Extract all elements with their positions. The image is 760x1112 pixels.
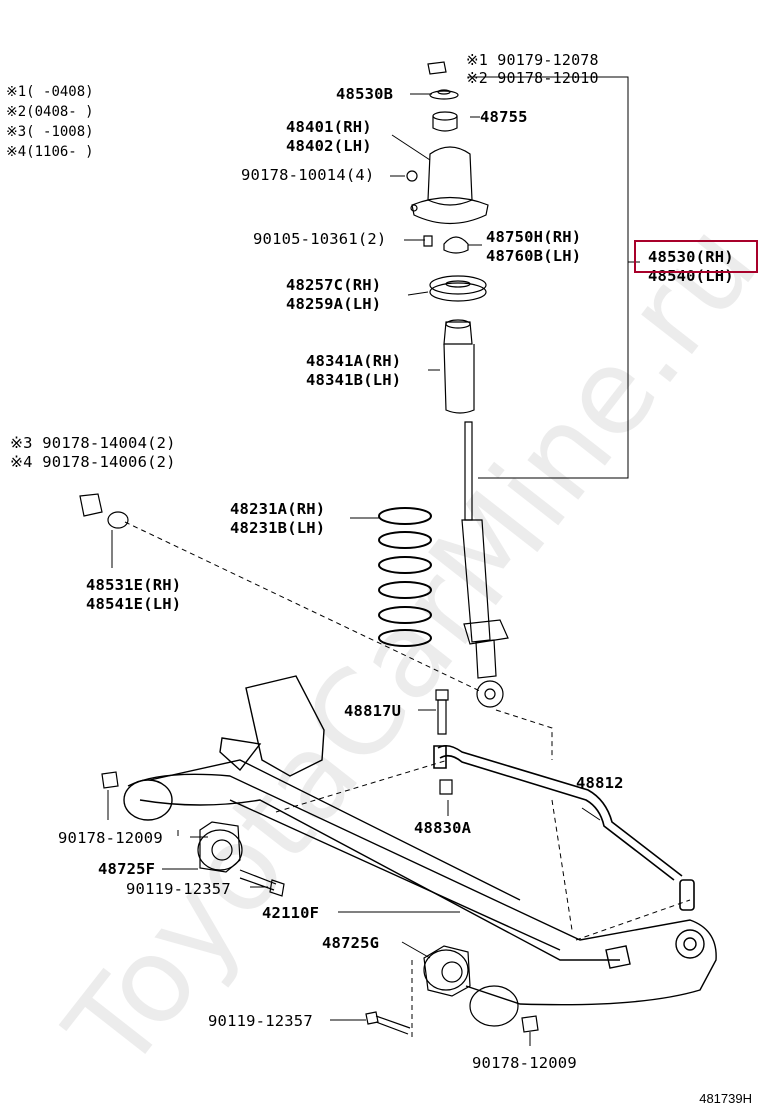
label-48817u[interactable]: 48817U [344,702,402,720]
upper-bushing [432,111,458,132]
label-48341a-48341b[interactable]: 48341A(RH) 48341B(LH) [306,352,402,389]
axle-beam [123,675,717,1006]
label-90105-10361[interactable]: 90105-10361(2) [253,230,387,248]
note-4: ※4(1106- ) [6,144,94,160]
label-48257c-48259a[interactable]: 48257C(RH) 48259A(LH) [286,276,382,313]
bushing-g [423,945,519,1027]
label-48401-48402[interactable]: 48401(RH) 48402(LH) [286,118,372,155]
dust-boot [443,319,475,414]
notes: ※1( -0408) ※2(0408- ) ※3( -1008) ※4(1106… [6,82,94,162]
label-48231a-48231b[interactable]: 48231A(RH) 48231B(LH) [230,500,326,537]
upper-cushions [79,493,129,529]
label-48812[interactable]: 48812 [576,774,624,792]
label-42110f[interactable]: 42110F [262,904,320,922]
label-90119-12357-lower[interactable]: 90119-12357 [208,1012,313,1030]
shock-absorber [461,421,509,708]
label-48830a[interactable]: 48830A [414,819,472,837]
label-90178-12009-lower[interactable]: 90178-12009 [472,1054,577,1072]
lateral-bolt [435,689,449,735]
label-48530b[interactable]: 48530B [336,85,394,103]
bolt-and-bound [423,235,469,254]
label-90178-1400x[interactable]: ※3 90178-14004(2) ※4 90178-14006(2) [10,434,176,471]
coil-spring [378,507,432,647]
label-48725g[interactable]: 48725G [322,934,380,952]
label-48755[interactable]: 48755 [480,108,528,126]
note-2: ※2(0408- ) [6,104,94,120]
label-90178-12009-upper[interactable]: 90178-12009 [58,829,163,847]
nut-48830a [439,779,453,795]
diagram-code: 481739H [699,1091,752,1106]
label-90119-12357-upper[interactable]: 90119-12357 [126,880,231,898]
highlight-box [634,240,758,273]
spring-seat [429,275,487,302]
label-48725f[interactable]: 48725F [98,860,156,878]
leader-lines [107,76,640,1046]
note-1: ※1( -0408) [6,84,94,100]
label-48531e-48541e[interactable]: 48531E(RH) 48541E(LH) [86,576,182,613]
label-top-nut[interactable]: ※1 90179-12078 ※2 90178-12010 [466,51,599,87]
nut-and-washer [427,61,459,100]
bolt-lower [365,1011,411,1035]
dashed-lines [124,521,691,1038]
lateral-rod [433,744,695,911]
bolt-upper [239,869,285,897]
note-3: ※3( -1008) [6,124,94,140]
suspension-support [406,146,489,224]
label-48750h-48760b[interactable]: 48750H(RH) 48760B(LH) [486,228,582,265]
label-90178-10014[interactable]: 90178-10014(4) [241,166,375,184]
bushing-f [197,821,243,873]
nut-left [101,771,119,789]
nut-lower [521,1015,539,1033]
